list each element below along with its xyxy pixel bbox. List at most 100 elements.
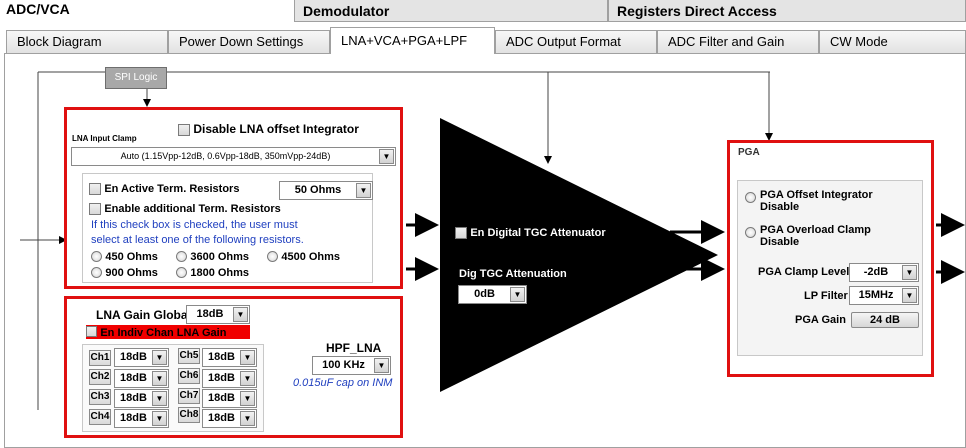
ch4-label: Ch4 <box>89 409 111 425</box>
ch7-gain-value: 18dB <box>208 392 235 404</box>
en-active-term-label: En Active Term. Resistors <box>104 183 240 195</box>
chevron-down-icon[interactable]: ▼ <box>902 265 917 280</box>
lp-filter-value: 15MHz <box>858 289 894 301</box>
en-digital-tgc-label: En Digital TGC Attenuator <box>470 227 606 239</box>
enable-additional-term-checkbox[interactable]: Enable additional Term. Resistors <box>89 201 281 215</box>
vca-amplifier-triangle <box>440 118 718 392</box>
checkbox-box[interactable] <box>89 202 101 215</box>
tab-block-diagram[interactable]: Block Diagram <box>6 30 168 53</box>
chevron-down-icon[interactable]: ▼ <box>356 183 371 198</box>
ch8-gain-value: 18dB <box>208 412 235 424</box>
active-term-select[interactable]: 50 Ohms ▼ <box>279 181 373 200</box>
chevron-down-icon[interactable]: ▼ <box>902 288 917 303</box>
radio-1800-ohms-label: 1800 Ohms <box>190 267 250 279</box>
ch2-gain-value: 18dB <box>120 372 147 384</box>
chevron-down-icon[interactable]: ▼ <box>233 307 248 322</box>
tab-lna-vca-pga-lpf[interactable]: LNA+VCA+PGA+LPF <box>330 27 495 54</box>
ch1-gain-value: 18dB <box>120 351 147 363</box>
radio-3600-ohms[interactable]: 3600 Ohms <box>176 249 249 263</box>
en-active-term-checkbox[interactable]: En Active Term. Resistors <box>89 181 239 195</box>
disable-lna-offset-integrator-label: Disable LNA offset Integrator <box>193 122 359 136</box>
spi-logic-block: SPI Logic <box>105 67 167 89</box>
pga-gain-button[interactable]: 24 dB <box>851 312 919 328</box>
enable-additional-term-label: Enable additional Term. Resistors <box>104 203 281 215</box>
radio-450-ohms[interactable]: 450 Ohms <box>91 249 158 263</box>
hpf-lna-select[interactable]: 100 KHz ▼ <box>312 356 391 375</box>
pga-offset-integrator-label: PGA Offset Integrator <box>760 189 873 201</box>
chevron-down-icon[interactable]: ▼ <box>240 371 255 386</box>
lp-filter-label: LP Filter <box>804 290 848 302</box>
radio-900-ohms[interactable]: 900 Ohms <box>91 265 158 279</box>
ch3-label: Ch3 <box>89 389 111 405</box>
lna-gain-global-value: 18dB <box>196 308 224 320</box>
pga-offset-integrator-radio[interactable]: PGA Offset Integrator Disable <box>745 189 915 213</box>
ch4-gain-select[interactable]: 18dB▼ <box>114 409 169 428</box>
chevron-down-icon[interactable]: ▼ <box>152 411 167 426</box>
en-indiv-chan-lna-gain-checkbox[interactable]: En Indiv Chan LNA Gain <box>86 325 250 339</box>
tab-adc-filter-and-gain[interactable]: ADC Filter and Gain <box>657 30 819 53</box>
app-title: ADC/VCA <box>6 1 70 17</box>
dig-tgc-attenuation-value: 0dB <box>474 288 495 300</box>
pga-overload-clamp-radio[interactable]: PGA Overload Clamp Disable <box>745 224 915 248</box>
pga-title: PGA <box>738 147 760 158</box>
radio-circle[interactable] <box>91 251 102 263</box>
ch8-gain-select[interactable]: 18dB ▼ <box>202 409 257 428</box>
ch8-label: Ch8 <box>178 407 200 423</box>
ch2-label: Ch2 <box>89 369 111 385</box>
tab-power-down-settings[interactable]: Power Down Settings <box>168 30 330 53</box>
chevron-down-icon[interactable]: ▼ <box>152 371 167 386</box>
checkbox-box[interactable] <box>178 123 190 136</box>
pga-overload-clamp-label-2: Disable <box>760 236 800 248</box>
radio-circle[interactable] <box>176 251 187 263</box>
chevron-down-icon[interactable]: ▼ <box>374 358 389 373</box>
chevron-down-icon[interactable]: ▼ <box>240 350 255 365</box>
chevron-down-icon[interactable]: ▼ <box>379 149 394 164</box>
pga-clamp-level-value: -2dB <box>863 266 889 278</box>
radio-circle[interactable] <box>267 251 278 263</box>
ch6-gain-select[interactable]: 18dB ▼ <box>202 369 257 388</box>
radio-circle[interactable] <box>176 267 187 279</box>
resistor-note-line2: select at least one of the following res… <box>91 234 304 246</box>
checkbox-box[interactable] <box>86 325 97 337</box>
lp-filter-select[interactable]: 15MHz ▼ <box>849 286 919 305</box>
radio-circle[interactable] <box>745 227 756 238</box>
radio-1800-ohms[interactable]: 1800 Ohms <box>176 265 249 279</box>
ch6-gain-value: 18dB <box>208 372 235 384</box>
disable-lna-offset-integrator-checkbox[interactable]: Disable LNA offset Integrator <box>178 122 359 136</box>
pga-clamp-level-select[interactable]: -2dB ▼ <box>849 263 919 282</box>
ch7-gain-select[interactable]: 18dB ▼ <box>202 389 257 408</box>
ch1-gain-select[interactable]: 18dB ▼ <box>114 348 169 367</box>
radio-4500-ohms[interactable]: 4500 Ohms <box>267 249 340 263</box>
chevron-down-icon[interactable]: ▼ <box>240 391 255 406</box>
lna-input-clamp-select[interactable]: Auto (1.15Vpp-12dB, 0.6Vpp-18dB, 350mVpp… <box>71 147 396 166</box>
resistor-note-line1: If this check box is checked, the user m… <box>91 219 298 231</box>
ch7-label: Ch7 <box>178 388 200 404</box>
checkbox-box[interactable] <box>89 182 101 195</box>
hpf-lna-value: 100 KHz <box>322 359 365 371</box>
lna-input-clamp-value: Auto (1.15Vpp-12dB, 0.6Vpp-18dB, 350mVpp… <box>120 151 331 161</box>
ch2-gain-select[interactable]: 18dB ▼ <box>114 369 169 388</box>
ch5-gain-select[interactable]: 18dB▼ <box>202 348 257 367</box>
dig-tgc-attenuation-label: Dig TGC Attenuation <box>459 268 567 280</box>
pga-offset-integrator-label-2: Disable <box>760 201 800 213</box>
tab-cw-mode[interactable]: CW Mode <box>819 30 966 53</box>
radio-circle[interactable] <box>745 192 756 203</box>
tab-demodulator[interactable]: Demodulator <box>294 0 608 22</box>
lna-gain-global-select[interactable]: 18dB ▼ <box>186 305 250 324</box>
lna-input-clamp-label: LNA Input Clamp <box>72 134 137 143</box>
chevron-down-icon[interactable]: ▼ <box>510 287 525 302</box>
radio-4500-ohms-label: 4500 Ohms <box>281 251 341 263</box>
tab-adc-output-format[interactable]: ADC Output Format <box>495 30 657 53</box>
chevron-down-icon[interactable]: ▼ <box>152 350 167 365</box>
checkbox-box[interactable] <box>455 226 467 239</box>
radio-450-ohms-label: 450 Ohms <box>105 251 158 263</box>
tab-registers-direct-access[interactable]: Registers Direct Access <box>608 0 966 22</box>
dig-tgc-attenuation-select[interactable]: 0dB ▼ <box>458 285 527 304</box>
radio-circle[interactable] <box>91 267 102 279</box>
ch3-gain-value: 18dB <box>120 392 147 404</box>
chevron-down-icon[interactable]: ▼ <box>240 411 255 426</box>
en-digital-tgc-checkbox[interactable]: En Digital TGC Attenuator <box>455 225 606 239</box>
chevron-down-icon[interactable]: ▼ <box>152 391 167 406</box>
pga-overload-clamp-label: PGA Overload Clamp <box>760 224 871 236</box>
ch3-gain-select[interactable]: 18dB ▼ <box>114 389 169 408</box>
